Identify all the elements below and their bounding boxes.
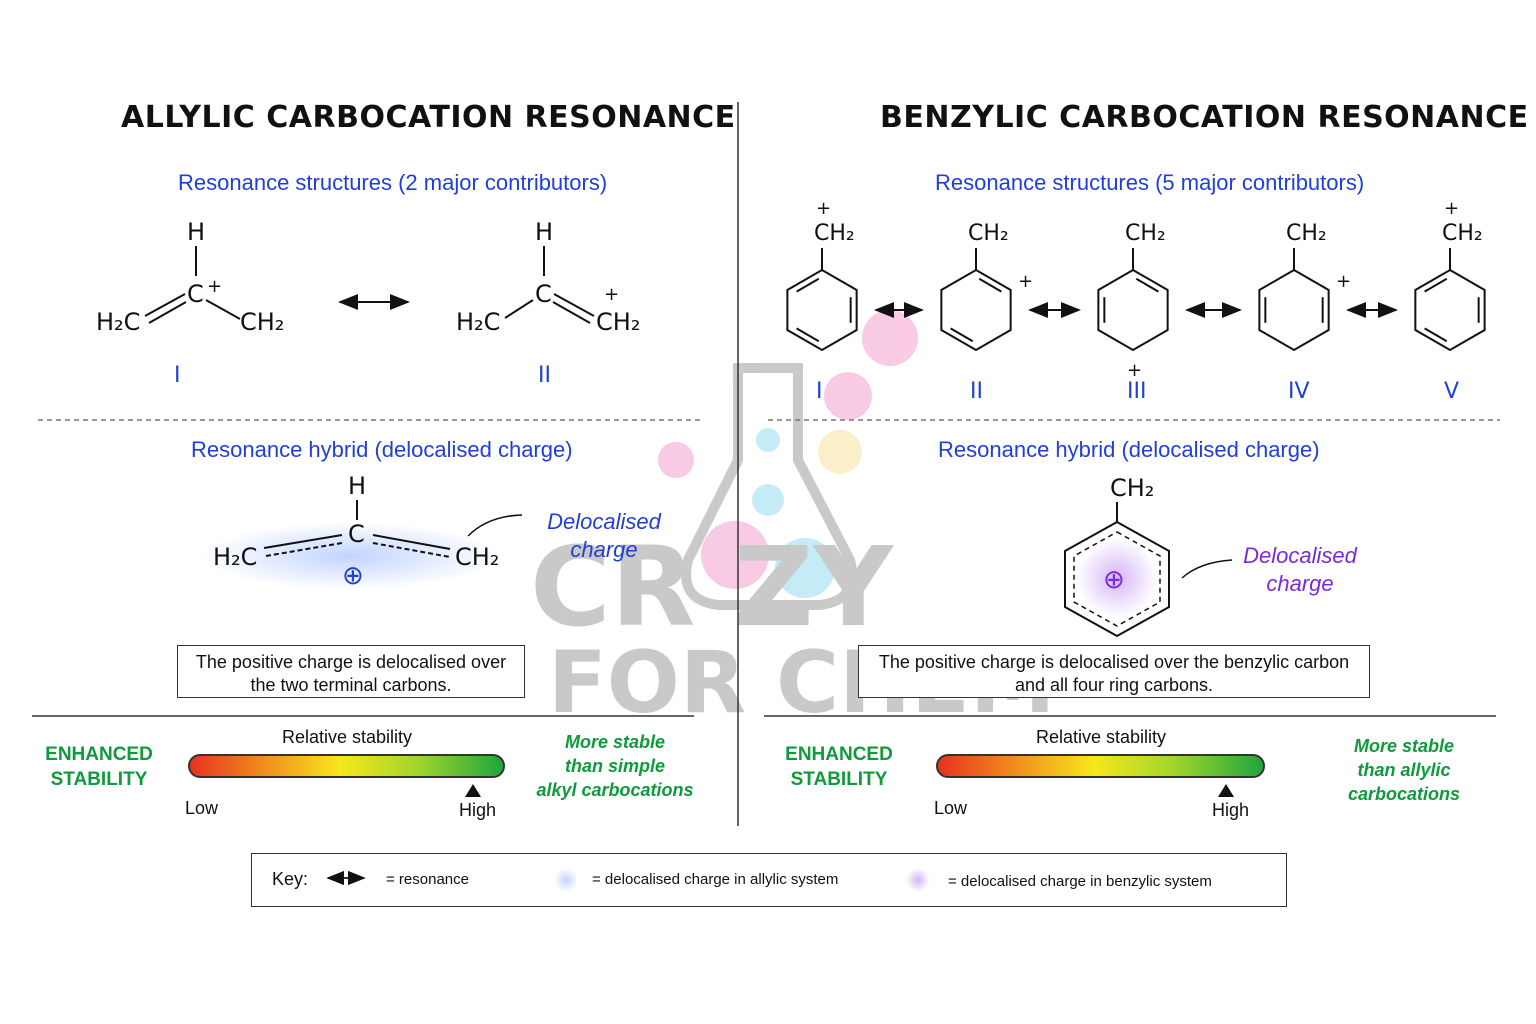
allylic-subtitle: Resonance structures (2 major contributo…	[178, 170, 608, 195]
double-bond	[796, 277, 820, 293]
plus-charge: +	[1018, 271, 1033, 292]
benzene-structure: CH₂ + IV	[1258, 221, 1351, 404]
benzylic-delocalised-glow	[1077, 538, 1157, 618]
atom-ch2: CH₂	[455, 543, 499, 571]
atom-ch2: CH₂	[240, 308, 284, 336]
atom-h2c: H₂C	[456, 308, 500, 336]
allylic-label-II: II	[538, 363, 551, 388]
benzylic-label: II	[970, 379, 983, 404]
benzylic-stability-label: Relative stability	[1036, 727, 1167, 747]
atom-c: C	[348, 520, 365, 548]
circled-plus-icon: ⊕	[342, 561, 364, 591]
allylic-note: The positive charge is delocalised over …	[177, 645, 525, 698]
circled-plus-icon: ⊕	[1103, 565, 1125, 595]
allylic-structure-I: H C + H₂C CH₂	[96, 218, 284, 336]
atom-c: C	[187, 280, 204, 308]
allylic-label-I: I	[174, 363, 181, 388]
benzylic-stability-bar	[936, 754, 1265, 778]
benzylic-label: I	[816, 379, 823, 404]
atom-ch2: CH₂	[1442, 221, 1483, 246]
benzene-ring	[786, 268, 858, 352]
benzylic-title: BENZYLIC CARBOCATION RESONANCE	[880, 100, 1529, 135]
double-bond	[1424, 277, 1448, 293]
plus-charge: +	[604, 284, 619, 305]
benzylic-stability-marker	[1217, 784, 1234, 797]
benzylic-glow-swatch	[906, 868, 930, 892]
double-bond	[796, 327, 820, 343]
benzylic-label: V	[1444, 379, 1459, 404]
benzylic-hybrid-title: Resonance hybrid (delocalised charge)	[938, 437, 1320, 462]
benzylic-hybrid: CH₂ ⊕	[1064, 474, 1170, 638]
plus-charge: +	[1127, 360, 1142, 381]
plus-charge: +	[816, 198, 831, 219]
benzylic-high-label: High	[1212, 800, 1250, 820]
benzene-ring	[1258, 268, 1330, 352]
allylic-stability-bar	[188, 754, 505, 778]
benzylic-delocalised-label: Delocalised charge	[1243, 543, 1357, 596]
key-box	[251, 853, 1287, 907]
benzene-ring	[1414, 268, 1486, 352]
benzene-ring	[940, 268, 1012, 352]
benzylic-low-label: Low	[934, 798, 968, 818]
atom-ch2: CH₂	[1286, 221, 1327, 246]
watermark-line1: CR ZY	[530, 523, 894, 651]
benzene-structure: CH₂ +III	[1097, 221, 1169, 404]
allylic-hybrid-title: Resonance hybrid (delocalised charge)	[191, 437, 573, 462]
allylic-stability-marker	[465, 784, 482, 797]
benzene-structure: CH₂+ V	[1414, 198, 1486, 404]
double-bond	[1424, 327, 1448, 343]
atom-h: H	[187, 218, 205, 246]
double-bond	[978, 277, 1002, 293]
double-bond	[950, 327, 974, 343]
allylic-structure-II: H C + H₂C CH₂	[456, 218, 640, 336]
atom-ch2: CH₂	[814, 221, 855, 246]
benzene-structure: CH₂+ I	[786, 198, 858, 404]
allylic-glow-swatch	[554, 868, 578, 892]
key-label: Key:	[272, 869, 309, 889]
allylic-comparison: More stable than simple alkyl carbocatio…	[536, 732, 694, 800]
benzene-ring	[1097, 268, 1169, 352]
benzylic-enhanced-stability: ENHANCED STABILITY	[785, 744, 893, 790]
callout-line	[467, 514, 523, 537]
key-resonance: = resonance	[386, 871, 469, 888]
atom-c: C	[535, 280, 552, 308]
atom-h: H	[348, 472, 366, 500]
atom-ch2: CH₂	[968, 221, 1009, 246]
allylic-delocalised-label: Delocalised charge	[547, 509, 661, 562]
benzylic-subtitle: Resonance structures (5 major contributo…	[935, 170, 1365, 195]
key-allylic: = delocalised charge in allylic system	[592, 871, 839, 888]
plus-charge: +	[207, 276, 222, 297]
allylic-low-label: Low	[185, 798, 219, 818]
atom-h2c: H₂C	[96, 308, 140, 336]
benzylic-label: IV	[1288, 379, 1310, 404]
benzene-structure: CH₂ + II	[940, 221, 1033, 404]
benzylic-label: III	[1127, 379, 1146, 404]
plus-charge: +	[1336, 271, 1351, 292]
atom-ch2: CH₂	[1110, 474, 1154, 502]
benzylic-note: The positive charge is delocalised over …	[858, 645, 1370, 698]
atom-h: H	[535, 218, 553, 246]
atom-ch2: CH₂	[1125, 221, 1166, 246]
allylic-high-label: High	[459, 800, 497, 820]
allylic-delocalised-glow	[200, 522, 500, 590]
atom-h2c: H₂C	[213, 543, 257, 571]
key-benzylic: = delocalised charge in benzylic system	[948, 873, 1212, 890]
allylic-stability-label: Relative stability	[282, 727, 413, 747]
callout-line	[1181, 559, 1233, 579]
allylic-enhanced-stability: ENHANCED STABILITY	[45, 744, 153, 790]
atom-ch2: CH₂	[596, 308, 640, 336]
double-bond	[1135, 277, 1159, 293]
benzylic-comparison: More stable than allylic carbocations	[1347, 736, 1461, 804]
allylic-title: ALLYLIC CARBOCATION RESONANCE	[121, 100, 736, 135]
allylic-hybrid: H C H₂C CH₂ ⊕	[213, 472, 499, 591]
plus-charge: +	[1444, 198, 1459, 219]
